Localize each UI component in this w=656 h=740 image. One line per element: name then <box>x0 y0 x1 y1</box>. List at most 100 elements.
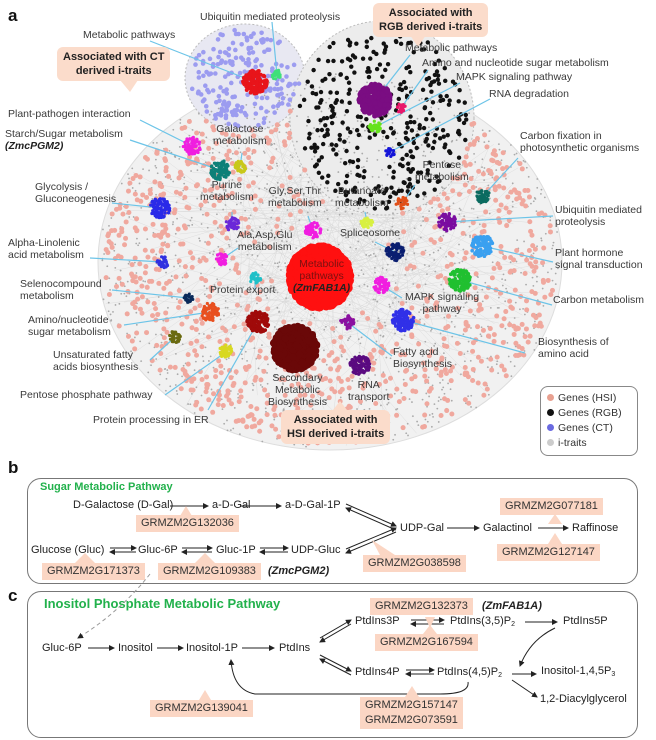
i-trait-node <box>286 93 289 96</box>
hsi-gene-node <box>150 221 156 227</box>
hsi-gene-node <box>526 248 532 254</box>
hsi-gene-node <box>326 352 332 358</box>
hsi-gene-node <box>244 230 250 236</box>
i-trait-node <box>179 122 182 124</box>
hsi-gene-node <box>130 176 136 182</box>
rgb-gene-node <box>316 158 322 163</box>
hsi-gene-node <box>424 378 430 384</box>
rgb-gene-node <box>339 99 345 104</box>
i-trait-node <box>110 319 113 321</box>
i-trait-node <box>295 140 298 143</box>
i-trait-node <box>513 153 516 156</box>
i-trait-node <box>390 81 393 84</box>
pathway-cluster <box>303 221 323 240</box>
i-trait-node <box>374 255 377 258</box>
hsi-gene-node <box>498 243 504 249</box>
i-trait-node <box>385 356 388 359</box>
i-trait-node <box>263 94 266 97</box>
ct-gene-node <box>256 122 261 128</box>
cluster-node <box>391 149 396 153</box>
i-trait-node <box>210 184 213 187</box>
i-trait-node <box>305 445 307 448</box>
ct-gene-node <box>232 94 238 99</box>
i-trait-node <box>314 214 317 217</box>
i-trait-node <box>298 165 301 167</box>
i-trait-node <box>389 357 392 360</box>
leader-line <box>271 21 278 76</box>
hsi-gene-node <box>211 127 217 133</box>
hsi-gene-node <box>533 264 539 270</box>
cluster-node <box>311 224 315 228</box>
i-trait-node <box>187 403 189 405</box>
hsi-gene-node <box>514 325 520 331</box>
i-trait-node <box>313 316 316 319</box>
i-trait-node <box>366 232 369 234</box>
i-trait-node <box>343 311 346 313</box>
rgb-gene-node <box>325 132 330 137</box>
cluster-node <box>396 105 400 110</box>
i-trait-node <box>464 302 467 304</box>
i-trait-node <box>384 324 387 327</box>
rgb-gene-node <box>314 105 319 110</box>
rgb-gene-node <box>404 120 410 126</box>
cluster-node <box>236 159 240 163</box>
cluster-node <box>192 145 196 149</box>
cluster-node <box>234 218 238 222</box>
hsi-gene-node <box>217 281 223 287</box>
hsi-gene-node <box>266 244 272 250</box>
i-trait-node <box>172 221 175 223</box>
hsi-gene-node <box>218 370 224 376</box>
i-trait-node <box>396 132 399 135</box>
rgb-gene-node <box>335 181 341 187</box>
rgb-gene-node <box>302 146 308 151</box>
cluster-node <box>471 238 476 242</box>
i-trait-node <box>276 108 279 111</box>
i-trait-node <box>385 388 388 391</box>
i-trait-node <box>379 229 382 232</box>
cluster-node <box>447 211 451 216</box>
hsi-gene-node <box>282 142 288 148</box>
i-trait-node <box>230 312 232 315</box>
cluster-node <box>220 171 225 175</box>
hsi-gene-node <box>226 138 232 144</box>
i-trait-node <box>127 173 129 176</box>
hsi-gene-node <box>450 175 456 181</box>
leader-line <box>207 321 259 411</box>
i-trait-node <box>278 310 281 313</box>
i-trait-node <box>132 216 135 218</box>
leader-line <box>389 98 491 153</box>
i-trait-node <box>366 185 369 188</box>
cluster-node <box>452 216 456 220</box>
i-trait-node <box>336 196 339 198</box>
i-trait-node <box>174 254 177 257</box>
rgb-gene-node <box>310 90 315 96</box>
i-trait-node <box>179 118 182 121</box>
i-trait-node <box>258 143 260 146</box>
i-trait-node <box>196 169 199 172</box>
hsi-gene-node <box>548 292 554 298</box>
i-trait-node <box>278 131 281 133</box>
hsi-gene-node <box>424 313 430 319</box>
i-trait-node <box>458 261 461 264</box>
i-trait-node <box>299 94 302 97</box>
rgb-gene-node <box>323 76 328 82</box>
hsi-gene-node <box>347 404 353 410</box>
i-trait-node <box>443 160 446 163</box>
rgb-gene-node <box>382 47 388 53</box>
hsi-gene-node <box>380 372 386 378</box>
hsi-gene-node <box>124 311 130 317</box>
hsi-gene-node <box>194 352 200 358</box>
i-trait-node <box>232 427 235 430</box>
hsi-gene-node <box>289 225 295 231</box>
hsi-gene-node <box>521 352 527 358</box>
ct-gene-node <box>201 49 206 55</box>
i-trait-node <box>256 175 258 178</box>
i-trait-node <box>411 363 414 365</box>
hsi-gene-node <box>455 305 461 311</box>
i-trait-node <box>380 404 382 407</box>
hsi-gene-node <box>149 278 155 284</box>
hsi-gene-node <box>152 233 158 239</box>
pathway-cluster <box>394 195 410 211</box>
i-trait-node <box>365 399 368 402</box>
leader-line <box>123 311 211 326</box>
